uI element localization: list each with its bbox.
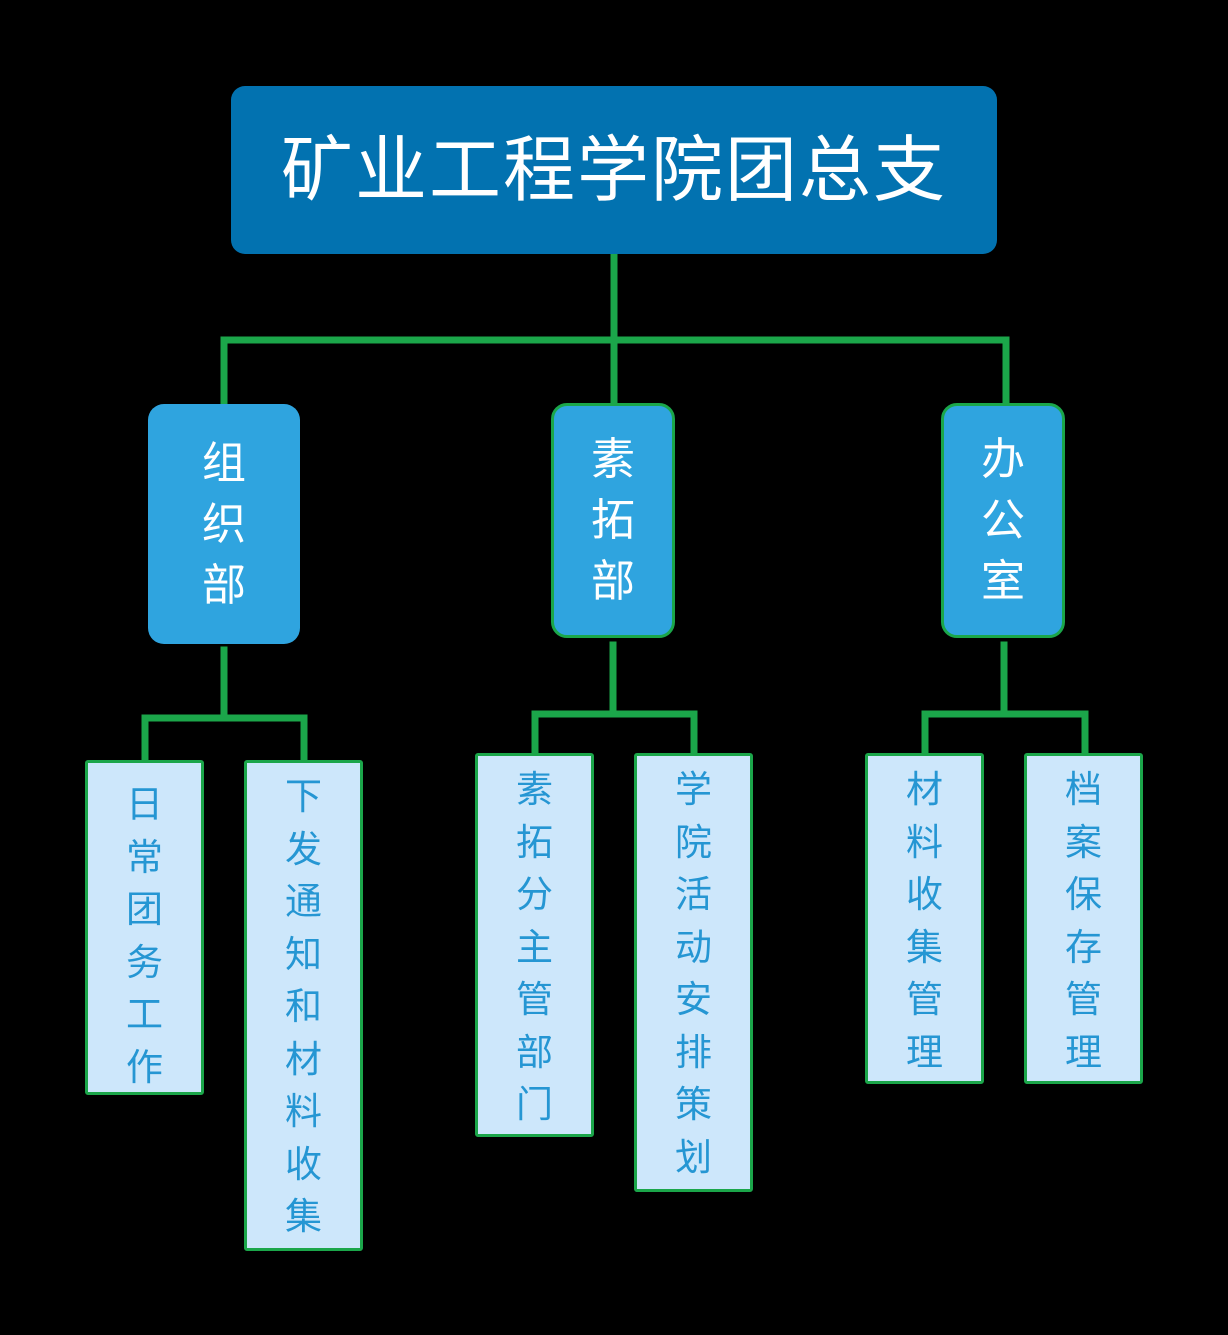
leaf-label-archive-management: 档案保存管理 <box>1065 768 1102 1074</box>
root-node: 矿业工程学院团总支 <box>231 86 997 254</box>
leaf-node-tuozhan-branch: 素拓分主管部门 <box>475 753 594 1137</box>
dept-label-office: 办公室 <box>981 434 1025 607</box>
root-title: 矿业工程学院团总支 <box>280 128 947 212</box>
leaf-label-tuozhan-branch: 素拓分主管部门 <box>516 768 553 1126</box>
dept-node-office: 办公室 <box>941 403 1065 638</box>
leaf-label-daily-league-work: 日常团务工作 <box>126 783 163 1089</box>
dept-label-tuozhan: 素拓部 <box>591 434 635 607</box>
connector-office-to-children <box>921 641 1089 758</box>
leaf-label-notice-materials: 下发通知和材料收集 <box>285 775 322 1238</box>
connector-org-to-children <box>141 646 308 764</box>
leaf-label-material-management: 材料收集管理 <box>906 768 943 1074</box>
leaf-label-activity-planning: 学院活动安排策划 <box>675 768 712 1179</box>
leaf-node-notice-materials: 下发通知和材料收集 <box>244 760 363 1251</box>
dept-label-org: 组织部 <box>202 437 246 611</box>
connector-tuozhan-to-children <box>531 641 698 758</box>
leaf-node-material-management: 材料收集管理 <box>865 753 984 1084</box>
dept-node-org: 组织部 <box>148 404 300 644</box>
leaf-node-daily-league-work: 日常团务工作 <box>85 760 204 1095</box>
dept-node-tuozhan: 素拓部 <box>551 403 675 638</box>
leaf-node-archive-management: 档案保存管理 <box>1024 753 1143 1084</box>
leaf-node-activity-planning: 学院活动安排策划 <box>634 753 753 1192</box>
connector-root-to-departments <box>220 250 1010 409</box>
